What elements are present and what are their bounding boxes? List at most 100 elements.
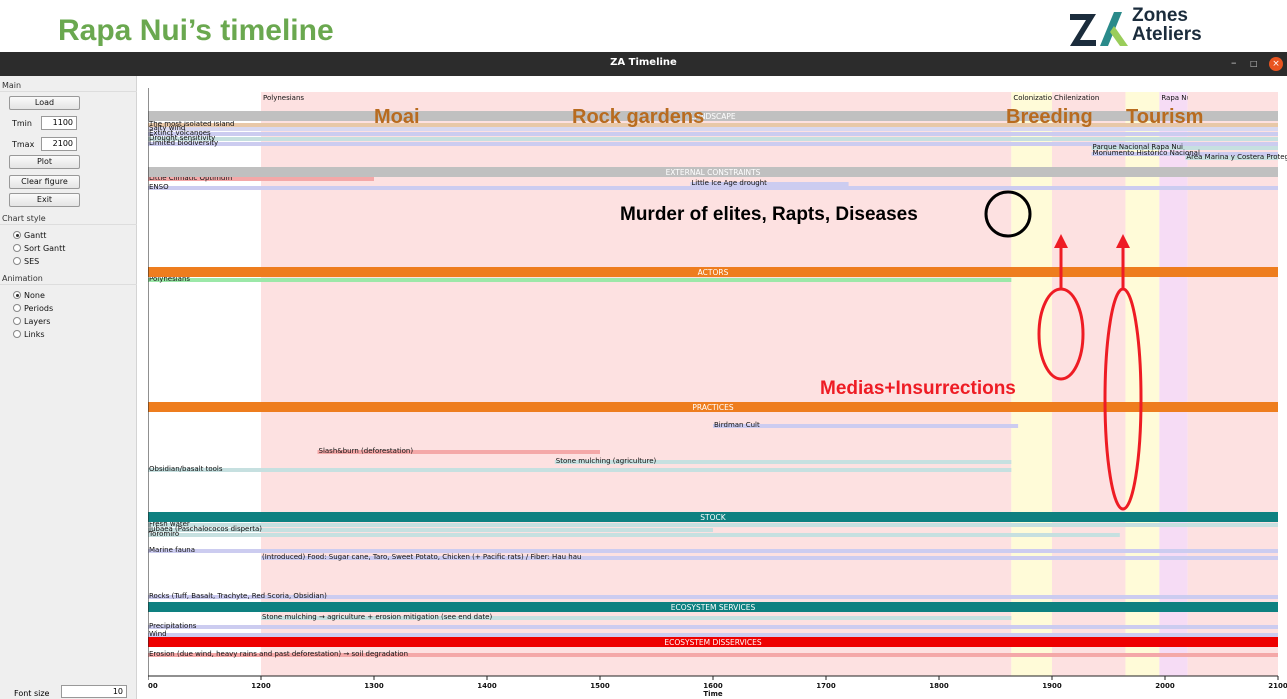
annotation-medias: Medias+Insurrections (820, 378, 1016, 399)
timeline-bar-label: Drought sensitivity (149, 134, 215, 142)
category-band (148, 167, 1278, 177)
radio-sort-gantt[interactable]: Sort Gantt (13, 244, 65, 254)
medias-ellipse-right (1103, 287, 1143, 511)
timeline-bar (317, 450, 600, 454)
timeline-bar (148, 523, 1278, 527)
timeline-bar-label: The most isolated island (148, 120, 235, 128)
timeline-bar-label: Birdman Cult (714, 421, 760, 429)
tmin-input[interactable]: 1100 (41, 116, 77, 130)
x-tick-label: 1500 (590, 682, 610, 690)
timeline-bar-label: Erosion (due wind, heavy rains and past … (149, 650, 408, 658)
x-tick-label: 2000 (1155, 682, 1175, 690)
category-label: ECOSYSTEM DISSERVICES (664, 638, 762, 647)
timeline-bar (148, 653, 1278, 657)
x-tick-label: 1100 (148, 682, 158, 690)
x-tick-label: 1900 (1042, 682, 1062, 690)
category-label: PRACTICES (692, 403, 733, 412)
category-label: ECOSYSTEM SERVICES (671, 603, 756, 612)
annotation-rock-gardens: Rock gardens (572, 106, 705, 128)
x-tick-label: 1400 (477, 682, 497, 690)
timeline-bar (148, 633, 1278, 637)
timeline-bar-label: Wind (149, 630, 167, 638)
timeline-bar (148, 468, 1012, 472)
annotation-tourism: Tourism (1126, 106, 1204, 128)
timeline-bar-label: Precipitations (149, 622, 197, 630)
x-tick-label: 1200 (251, 682, 271, 690)
plot-button[interactable]: Plot (9, 155, 80, 169)
slide-title: Rapa Nui’s timeline (58, 14, 334, 47)
zones-ateliers-logo (1070, 12, 1128, 46)
clear-figure-button[interactable]: Clear figure (9, 175, 80, 189)
exit-button[interactable]: Exit (9, 193, 80, 207)
maximize-icon[interactable]: □ (1250, 59, 1258, 68)
minimize-icon[interactable]: – (1231, 56, 1237, 69)
timeline-bar-label: Extinct volcanoes (149, 129, 211, 137)
timeline-bar-label: Parque Nacional Rapa Nui (1093, 143, 1183, 151)
category-label: ACTORS (698, 268, 729, 277)
timeline-bar (148, 278, 1012, 282)
radio-layers[interactable]: Layers (13, 317, 50, 327)
radio-periods-label: Periods (24, 304, 54, 313)
x-tick-label: 1700 (816, 682, 836, 690)
timeline-bar-label: Monumento Histórico Nacional (1093, 149, 1200, 157)
annotation-moai: Moai (374, 106, 420, 128)
timeline-bar-label: Stone mulching (agriculture) (556, 457, 657, 465)
annotation-murder: Murder of elites, Rapts, Diseases (620, 204, 918, 225)
timeline-bar (148, 177, 374, 181)
timeline-bar (713, 424, 1019, 428)
x-tick-label: 1800 (929, 682, 949, 690)
sidebar: Main Load Tmin 1100 Tmax 2100 Plot Clear… (0, 76, 137, 699)
radio-ses[interactable]: SES (13, 257, 39, 267)
timeline-bar (1091, 152, 1278, 156)
load-button[interactable]: Load (9, 96, 80, 110)
category-band (148, 512, 1278, 522)
timeline-bar (148, 528, 713, 532)
timeline-bar-label: (Introduced) Food: Sugar cane, Taro, Swe… (262, 553, 581, 561)
period-band (1187, 92, 1278, 676)
radio-periods[interactable]: Periods (13, 304, 53, 314)
timeline-bar-label: Little Climatic Optimum (149, 174, 232, 182)
category-band (148, 267, 1278, 277)
timeline-bar (148, 123, 1278, 127)
timeline-bar-label: Jubaea (Paschalococos disperta) (148, 525, 262, 533)
window-title: ZA Timeline (610, 57, 677, 68)
timeline-bar (148, 186, 1278, 190)
arrow-left-head (1054, 234, 1068, 248)
timeline-bar-label: Área Marina y Costera Protegida (1186, 152, 1287, 161)
close-icon[interactable]: × (1269, 57, 1283, 71)
category-label: LANDSCAPE (690, 112, 736, 121)
timeline-bar-label: Little Ice Age drought (691, 179, 767, 187)
category-band (148, 637, 1278, 647)
font-size-input[interactable]: 10 (61, 685, 127, 698)
timeline-bar-label: Toromiro (148, 530, 179, 538)
murder-circle (984, 190, 1032, 238)
arrow-right-head (1116, 234, 1130, 248)
logo-text: Zones Ateliers (1132, 6, 1202, 44)
timeline-bar (148, 533, 1120, 537)
timeline-bar (148, 137, 1278, 141)
period-label: Polynesians (263, 94, 304, 102)
radio-links[interactable]: Links (13, 330, 45, 340)
category-label: STOCK (700, 513, 726, 522)
window-titlebar[interactable]: ZA Timeline – □ × (0, 52, 1287, 76)
annotation-breeding: Breeding (1006, 106, 1093, 128)
timeline-bar-label: Obsidian/basalt tools (149, 465, 223, 473)
timeline-bar (1185, 156, 1278, 160)
radio-gantt[interactable]: Gantt (13, 231, 46, 241)
timeline-bar (554, 460, 1012, 464)
timeline-bar (148, 549, 1278, 553)
timeline-bar (148, 595, 1278, 599)
tmax-input[interactable]: 2100 (41, 137, 77, 151)
tmin-label: Tmin (12, 119, 32, 128)
annotation-shapes (984, 190, 1143, 511)
timeline-bar-label: Limited biodiversity (149, 139, 218, 147)
period-label: Rapa Nui (1161, 94, 1193, 102)
radio-none[interactable]: None (13, 291, 45, 301)
chart-style-label: Chart style (0, 213, 137, 225)
category-label: EXTERNAL CONSTRAINTS (666, 168, 761, 177)
radio-none-label: None (24, 291, 45, 300)
radio-layers-label: Layers (24, 317, 51, 326)
logo-line-2: Ateliers (1132, 24, 1202, 45)
tmax-label: Tmax (12, 140, 35, 149)
